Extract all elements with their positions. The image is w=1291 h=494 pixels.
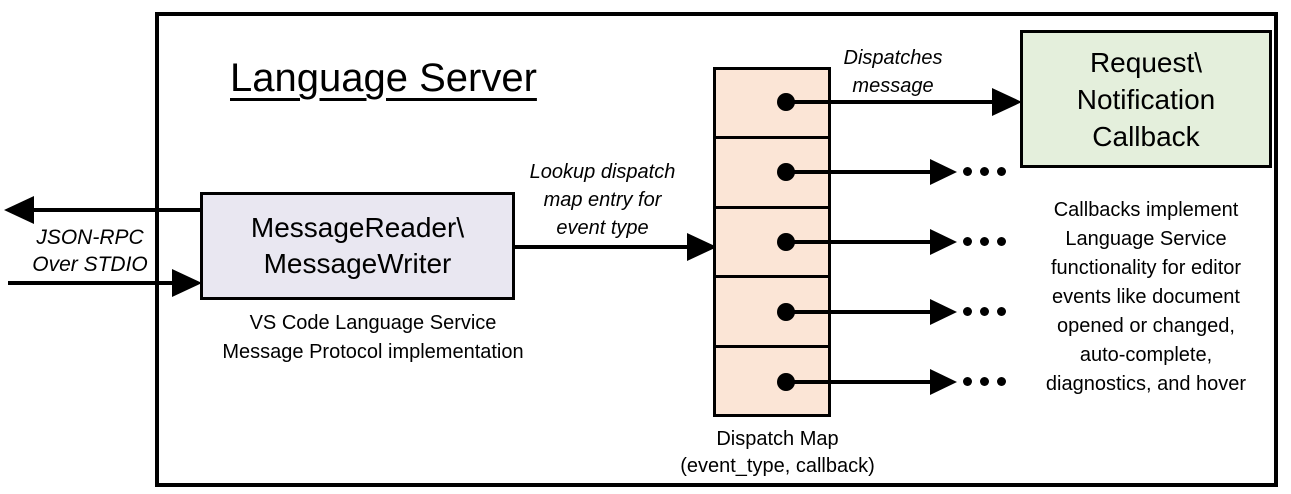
dispatch-map-cell xyxy=(716,139,828,209)
dispatch-arrow-line xyxy=(786,380,932,384)
lookup-dispatch-label: Lookup dispatch map entry for event type xyxy=(529,161,676,239)
diagram-title: Language Server xyxy=(230,56,537,100)
arrow-right-head-icon xyxy=(172,269,202,297)
arrow-right-head-icon xyxy=(930,229,957,255)
reader-box-caption: VS Code Language Service Message Protoco… xyxy=(222,312,524,363)
stdout-arrow-line xyxy=(22,208,200,212)
dispatch-arrow-line xyxy=(786,310,932,314)
message-reader-writer-box: MessageReader\ MessageWriter xyxy=(200,192,515,300)
dispatch-map-cell xyxy=(716,278,828,348)
callbacks-note: Callbacks implement Language Service fun… xyxy=(1045,199,1247,395)
arrow-right-head-icon xyxy=(930,299,957,325)
dispatch-arrow-line xyxy=(786,240,932,244)
stdin-arrow-line xyxy=(8,281,172,285)
arrow-right-head-icon xyxy=(992,88,1022,116)
dispatches-message-label: Dispatches message xyxy=(843,47,943,97)
ellipsis-icon xyxy=(963,307,1006,316)
ellipsis-icon xyxy=(963,237,1006,246)
arrow-left-head-icon xyxy=(4,196,34,224)
ellipsis-icon xyxy=(963,167,1006,176)
dispatch-arrow-line xyxy=(786,170,932,174)
lookup-arrow-line xyxy=(515,245,687,249)
arrow-right-head-icon xyxy=(930,159,957,185)
dispatch-map-cell xyxy=(716,70,828,140)
language-server-boundary xyxy=(155,12,1278,487)
arrow-right-head-icon xyxy=(930,369,957,395)
dispatch-map-caption: Dispatch Map (event_type, callback) xyxy=(680,428,875,477)
json-rpc-label: JSON-RPC Over STDIO xyxy=(32,226,148,276)
dispatch-arrow-line xyxy=(786,100,994,104)
ellipsis-icon xyxy=(963,377,1006,386)
request-notification-callback-box: Request\ Notification Callback xyxy=(1020,30,1272,168)
dispatch-map-cell xyxy=(716,209,828,279)
arrow-right-head-icon xyxy=(687,233,717,261)
